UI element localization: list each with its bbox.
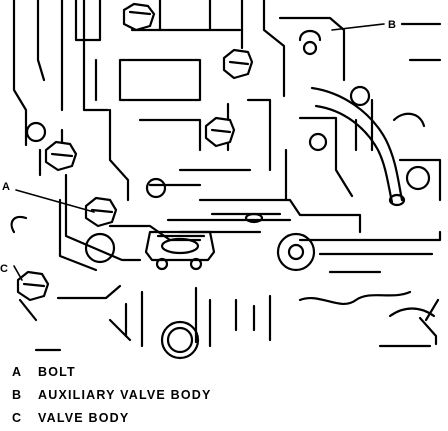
bolt [222, 48, 254, 80]
legend-key: A [12, 365, 23, 379]
bolt [204, 116, 236, 148]
legend-text: BOLT [38, 365, 76, 379]
port-holes [25, 40, 438, 360]
legend-key: B [12, 388, 23, 402]
callout-b: B [388, 19, 396, 31]
legend-text: AUXILIARY VALVE BODY [38, 388, 212, 402]
legend-text: VALVE BODY [38, 411, 130, 425]
valve-body-housing [10, 0, 442, 352]
bolt [122, 2, 156, 32]
bolt-set [16, 2, 254, 302]
leader-lines [13, 23, 385, 281]
bolt-a [84, 196, 118, 228]
valve-fitting [144, 230, 216, 262]
leader-line-a [15, 189, 95, 213]
leader-line-c [13, 265, 23, 281]
auxiliary-tube [310, 86, 406, 207]
legend-key: C [12, 411, 23, 425]
valve-body-illustration: A B C [0, 0, 442, 360]
leader-line-b [331, 23, 385, 31]
bolt [44, 140, 78, 172]
callout-c: C [0, 263, 8, 275]
bolt-c [16, 270, 50, 302]
callout-a: A [2, 181, 10, 193]
callout-labels: A B C [0, 19, 396, 275]
